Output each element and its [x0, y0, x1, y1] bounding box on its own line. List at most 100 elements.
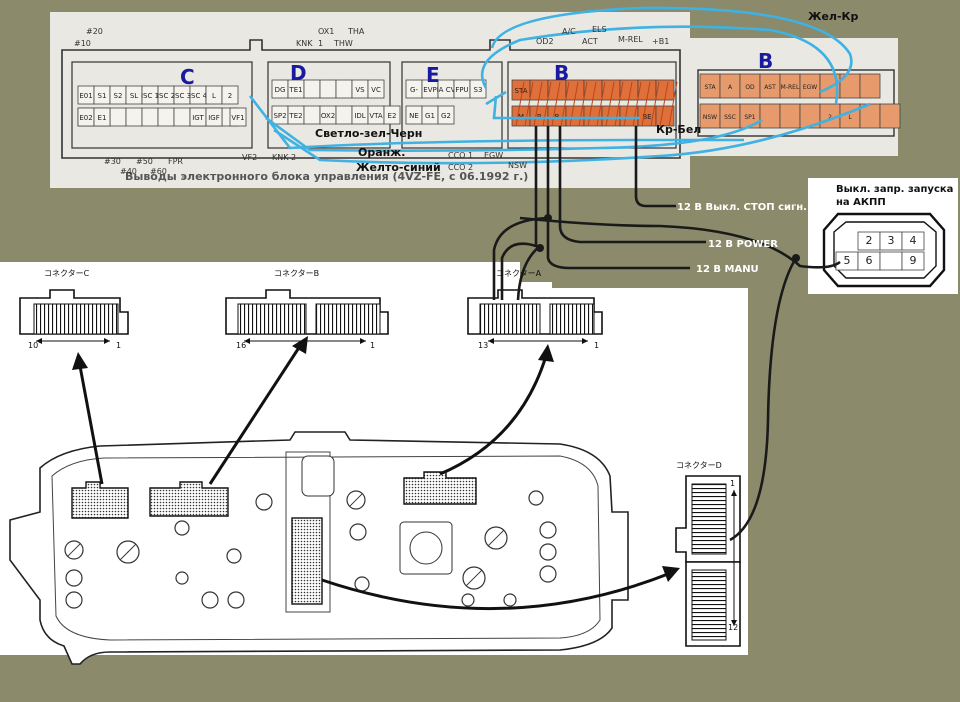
block-b-stripe — [668, 81, 678, 127]
svg-text:#20: #20 — [86, 27, 103, 36]
pointer-arrows — [78, 345, 669, 611]
svg-text:#60: #60 — [150, 167, 167, 176]
cluster-top-socket — [301, 455, 335, 497]
connector-d — [675, 475, 741, 647]
wire-label-red-white: Кр-Бел — [656, 123, 701, 136]
block-e-row1-text: EVP — [423, 86, 436, 94]
wire-a-1 — [500, 126, 538, 300]
b2-row1-text: AST — [764, 84, 776, 91]
bulb-hole — [226, 548, 242, 564]
wire-yellow-red-2 — [480, 25, 839, 105]
wire-link — [485, 90, 507, 106]
block-c-row1-text: L — [212, 92, 216, 100]
block-d-label: D — [290, 61, 307, 85]
block-d-row2-cell — [303, 105, 321, 125]
connector-c-label: コネクターC — [44, 269, 90, 278]
block-b-stripe — [650, 81, 660, 127]
svg-text:M-REL: M-REL — [618, 35, 643, 44]
block-e-row1-text: S3 — [474, 86, 483, 94]
block-c-row2-blank-cell — [141, 107, 159, 127]
block-b-row2-text: BE — [642, 113, 651, 121]
block-c-row2-cell — [93, 107, 111, 127]
block-d-row2-text: IDL — [354, 112, 365, 120]
bulb-hole — [227, 591, 245, 609]
block-d-row2-cell — [335, 105, 353, 125]
bulb-hole — [354, 576, 370, 592]
wire-red-white — [492, 95, 640, 120]
connector-d-label: コネクターD — [676, 461, 722, 470]
block-d-row2-text: SP2 — [273, 112, 286, 120]
b2-row1-text: STA — [704, 84, 716, 91]
block-b-row1-text: STA — [515, 87, 528, 95]
connector-b — [225, 289, 389, 344]
b2-row2-text: NSW — [703, 114, 717, 121]
block-c-row1-text: E01 — [79, 92, 92, 100]
block-d-row1-cell — [367, 79, 385, 99]
svg-text:ACT: ACT — [582, 37, 598, 46]
bulb-hole — [539, 543, 557, 561]
b2-row2-cell — [779, 103, 801, 129]
block-d-row2-text: VTA — [369, 112, 383, 120]
block-c-row1-cell — [221, 85, 239, 105]
block-c-row2b-text: IGF — [208, 114, 220, 122]
svg-text:#30: #30 — [104, 157, 121, 166]
block-c-row2c-cell — [229, 107, 247, 127]
bulb-hole-mark — [487, 529, 505, 547]
b2-row2-text: L — [848, 114, 852, 121]
block-c-row2c-text: VF1 — [231, 114, 244, 122]
wire-label-orange: Оранж. — [358, 146, 405, 159]
b2-row1-text: EGW — [803, 84, 817, 91]
svg-text:#10: #10 — [74, 39, 91, 48]
bulb-hole — [461, 593, 475, 607]
block-d-row2b-cell — [383, 105, 401, 125]
atx-row2-cell — [879, 251, 903, 271]
svg-text:FPR: FPR — [168, 157, 183, 166]
block-d-row2-text: OX2 — [321, 112, 335, 120]
block-b-stripe — [659, 81, 669, 127]
block-c-row1-text: ISC 2 — [157, 92, 175, 100]
wire-manu — [546, 126, 690, 270]
bulb-hole — [65, 569, 83, 587]
block-e-row2-text: G1 — [425, 112, 435, 120]
block-c-row2-blank-cell — [109, 107, 127, 127]
b2-row1-text: M-REL — [781, 84, 800, 91]
atx-row1-text: 3 — [888, 234, 895, 247]
block-c-row1-text: SL — [130, 92, 138, 100]
bulb-hole — [349, 523, 367, 541]
wire-junctions — [536, 214, 800, 262]
signal-manu-label: 12 В MANU — [696, 264, 759, 275]
svg-text:THA: THA — [347, 27, 365, 36]
atx-row2-text: 5 — [844, 254, 851, 267]
block-c-row1-text: 2 — [228, 92, 232, 100]
block-d-row1-text: VS — [355, 86, 365, 94]
b2-row1-text: A — [728, 84, 733, 91]
wire-power — [558, 126, 706, 244]
block-e-row2-text: NE — [409, 112, 419, 120]
block-e-label: E — [426, 63, 440, 87]
wire-label-yellow-red: Жел-Кр — [808, 10, 859, 23]
cluster-center-frame — [285, 451, 331, 613]
ecu-top-pin-labels: #20 #10 KNK OX1 1 THW THA A/C OD2 ELS AC… — [74, 25, 669, 48]
block-d-row1-cell — [319, 79, 337, 99]
arrow-heads — [72, 336, 680, 582]
cluster-mount-hole — [409, 531, 443, 565]
block-d-row1-text: TE1 — [288, 86, 302, 94]
bulb-hole — [65, 591, 83, 609]
svg-text:1: 1 — [318, 39, 323, 48]
block-c-row1-text: S2 — [114, 92, 123, 100]
block-e-row1-text: G- — [410, 86, 418, 94]
connector-c-left-num: 10 — [28, 341, 38, 350]
atx-row1-text: 4 — [910, 234, 917, 247]
bulb-hole — [503, 593, 517, 607]
b2-outline — [697, 69, 895, 137]
bulb-hole — [539, 521, 557, 539]
svg-text:#40: #40 — [120, 167, 137, 176]
connector-a-left-num: 13 — [478, 341, 488, 350]
svg-text:KNK 2: KNK 2 — [272, 153, 296, 162]
atx-row1-text: 2 — [866, 234, 873, 247]
bulb-hole — [528, 490, 544, 506]
atx-row1-cell — [901, 231, 925, 251]
block-d-row1-text: VC — [371, 86, 381, 94]
bulb-hole-mark — [349, 493, 363, 507]
